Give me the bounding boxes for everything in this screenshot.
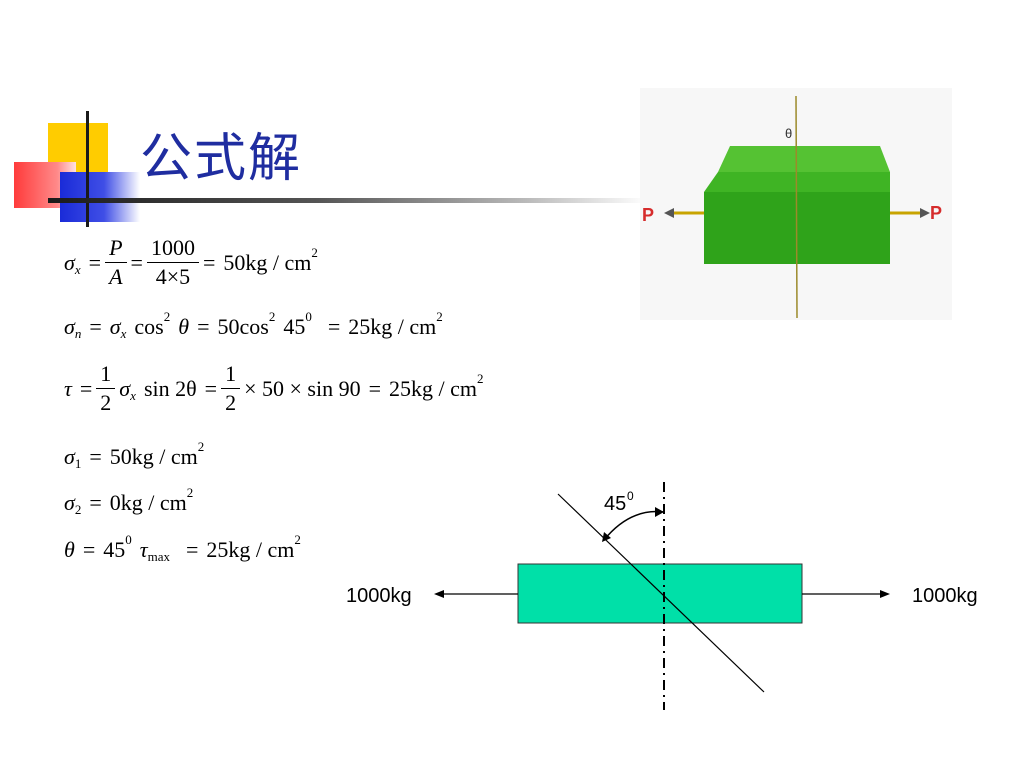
angle-arc-head-right — [655, 507, 664, 517]
right-load-label: 1000kg — [912, 585, 978, 607]
figure-loaded-bar: 45 0 1000kg 1000kg — [346, 482, 978, 710]
block-top-face — [718, 146, 890, 172]
left-arrow-head — [664, 208, 674, 218]
bar-block — [517, 563, 803, 624]
axis-line — [795, 95, 798, 319]
page-title: 公式解 — [140, 129, 303, 189]
inclined-plane-line — [557, 493, 765, 693]
fraction-1000-over-area: 1000 4×5 — [146, 235, 199, 289]
title-decoration-blue — [60, 172, 140, 222]
left-load-arrow-head — [434, 590, 444, 598]
fraction-one-half-2: 1 2 — [221, 361, 241, 415]
fraction-p-over-a: P A — [105, 235, 127, 289]
angle-label-sup: 0 — [627, 489, 634, 503]
left-load-label: 1000kg — [346, 585, 412, 607]
left-force-label: P — [642, 205, 654, 225]
right-load-arrow-head — [880, 590, 890, 598]
fraction-one-half: 1 2 — [96, 361, 116, 415]
angle-label: 45 — [604, 493, 626, 515]
theta-label: θ — [785, 126, 792, 141]
right-arrow-head — [920, 208, 930, 218]
right-force-label: P — [930, 203, 942, 223]
title-decoration-line — [86, 111, 89, 227]
figure-3d-block: θ P P — [640, 88, 952, 320]
angle-arc-head-left — [602, 532, 611, 542]
title-underline — [48, 198, 648, 203]
